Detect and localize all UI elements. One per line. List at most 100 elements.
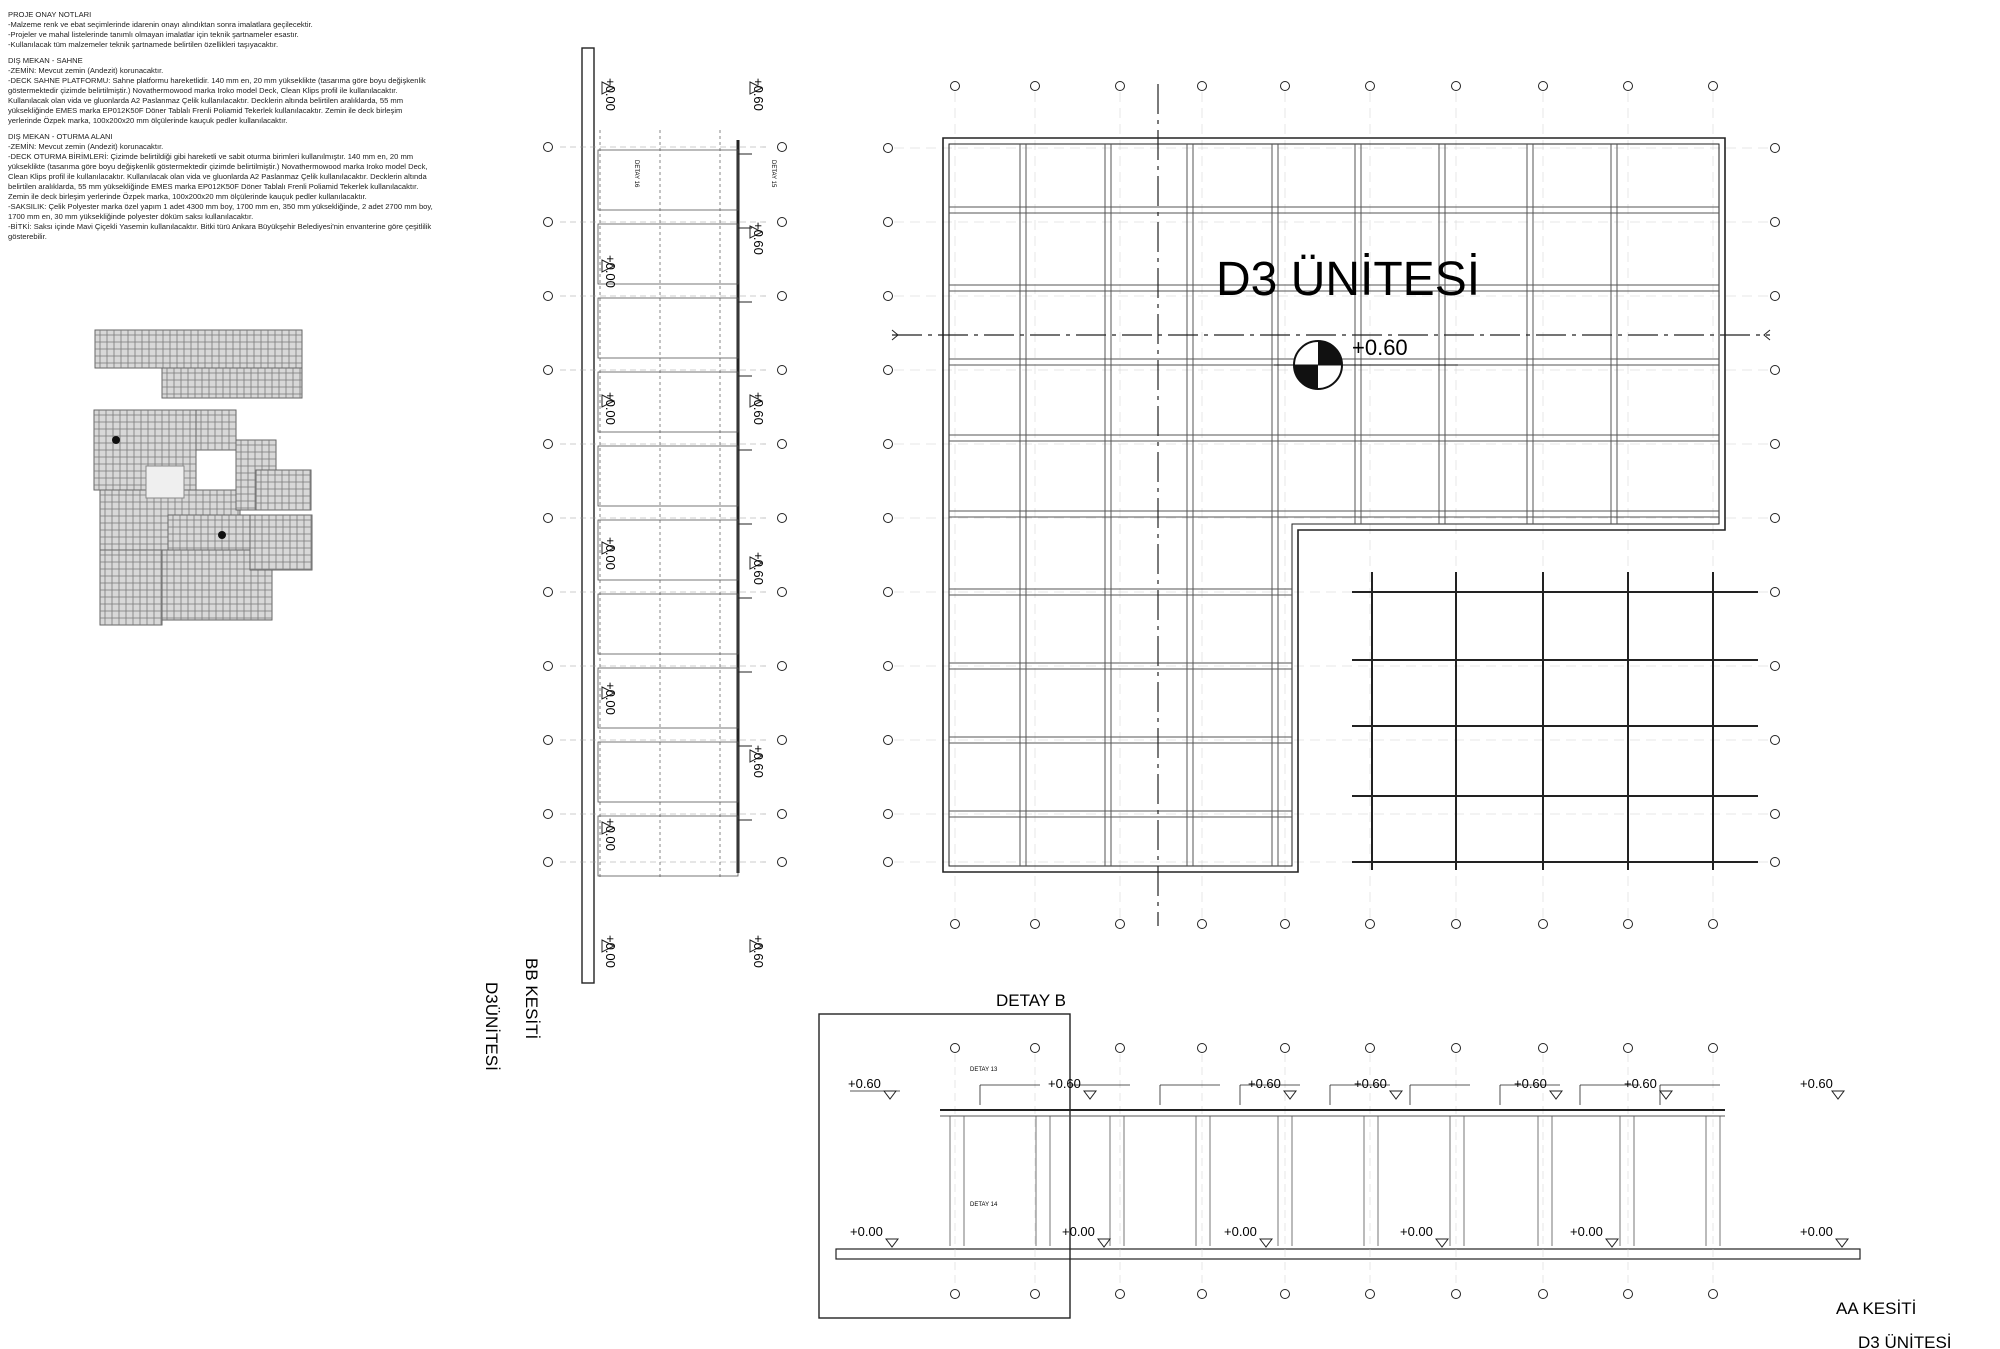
bb-section-title: BB KESİTİ xyxy=(522,958,541,1039)
bb-grid-bubble-left xyxy=(543,513,553,523)
aa-level-high-4: +0.60 xyxy=(1354,1076,1387,1091)
aa-axis-bubble-top xyxy=(1280,1043,1290,1053)
plan-level-label: +0.60 xyxy=(1352,335,1408,360)
plan-section-arrow xyxy=(891,329,899,341)
plan-axis-bubble-right xyxy=(1770,439,1780,449)
bb-level-marker xyxy=(601,939,616,953)
detail-b-frame xyxy=(818,1013,1071,1319)
plan-axis-bubble-top xyxy=(1115,81,1125,91)
bb-section-subtitle: D3ÜNİTESİ xyxy=(482,982,501,1071)
bb-deck-segment xyxy=(597,519,739,581)
bb-level-marker xyxy=(601,394,616,408)
plan-axis-bubble-right xyxy=(1770,735,1780,745)
section-bb xyxy=(543,47,787,984)
aa-ground-slab xyxy=(835,1248,1861,1260)
aa-axis-bubble-bottom xyxy=(1538,1289,1548,1299)
plan-axis-bubble-left xyxy=(883,661,893,671)
aa-level-high-5: +0.60 xyxy=(1514,1076,1547,1091)
bb-grid-bubble-right xyxy=(777,291,787,301)
aa-section-subtitle: D3 ÜNİTESİ xyxy=(1858,1333,1952,1349)
aa-level-marker xyxy=(1097,1238,1111,1248)
plan-unit-title: D3 ÜNİTESİ xyxy=(1216,253,1480,306)
plan-axis-bubble-bottom xyxy=(1115,919,1125,929)
plan-axis-bubble-left xyxy=(883,513,893,523)
aa-level-marker xyxy=(1259,1238,1273,1248)
plan-axis-bubble-right xyxy=(1770,809,1780,819)
plan-axis-bubble-left xyxy=(883,217,893,227)
aa-level-marker xyxy=(1389,1090,1403,1100)
bb-grid-bubble-left xyxy=(543,291,553,301)
bb-level-marker xyxy=(601,686,616,700)
aa-level-marker xyxy=(1549,1090,1563,1100)
aa-level-low-3: +0.00 xyxy=(1224,1224,1257,1239)
plan-axis-bubble-bottom xyxy=(950,919,960,929)
aa-level-marker xyxy=(1835,1238,1849,1248)
bb-level-top-right: +0.60 xyxy=(751,78,766,111)
plan-axis-bubble-top xyxy=(950,81,960,91)
plan-axis-bubble-left xyxy=(883,857,893,867)
bb-level-top-left: +0.00 xyxy=(603,78,618,111)
note-general-2: -Projeler ve mahal listelerinde tanımlı … xyxy=(8,30,299,39)
project-notes: PROJE ONAY NOTLARI -Malzeme renk ve ebat… xyxy=(8,10,433,242)
bb-grid-bubble-right xyxy=(777,513,787,523)
aa-axis-bubble-top xyxy=(1115,1043,1125,1053)
aa-level-high-3: +0.60 xyxy=(1248,1076,1281,1091)
aa-level-marker xyxy=(1083,1090,1097,1100)
aa-level-low-6: +0.00 xyxy=(1800,1224,1833,1239)
aa-axis-bubble-top xyxy=(1365,1043,1375,1053)
plan-axis-bubble-top xyxy=(1197,81,1207,91)
key-plan-marker xyxy=(112,436,120,444)
bb-grid-bubble-left xyxy=(543,587,553,597)
aa-level-marker xyxy=(1831,1090,1845,1100)
bb-grid-bubble-right xyxy=(777,661,787,671)
plan-axis-bubble-left xyxy=(883,439,893,449)
note-seating-3: -SAKSILIK: Çelik Polyester marka özel ya… xyxy=(8,202,433,221)
bb-grid-bubble-left xyxy=(543,809,553,819)
aa-level-low-1: +0.00 xyxy=(850,1224,883,1239)
aa-axis-bubble-top xyxy=(950,1043,960,1053)
plan-deck-outline-inner xyxy=(948,143,1720,867)
plan-axis-bubble-right xyxy=(1770,143,1780,153)
bb-level-2-left: +0.00 xyxy=(603,255,618,288)
aa-axis-bubble-top xyxy=(1538,1043,1548,1053)
bb-level-marker xyxy=(601,259,616,273)
key-plan-block xyxy=(99,549,163,626)
bb-level-4-right: +0.60 xyxy=(751,552,766,585)
key-plan-courtyard xyxy=(145,465,185,499)
aa-level-high-7: +0.60 xyxy=(1800,1076,1833,1091)
bb-deck-segment xyxy=(597,741,739,803)
aa-axis-bubble-bottom xyxy=(1365,1289,1375,1299)
aa-level-marker xyxy=(1283,1090,1297,1100)
plan-axis-bubble-bottom xyxy=(1708,919,1718,929)
aa-level-marker xyxy=(885,1238,899,1248)
bb-level-marker xyxy=(601,81,616,95)
bb-grid-bubble-left xyxy=(543,735,553,745)
bb-grid-bubble-left xyxy=(543,365,553,375)
note-seating-1: -ZEMİN: Mevcut zemin (Andezit) korunacak… xyxy=(8,142,164,151)
bb-detail-bottom: DETAY 15 xyxy=(770,160,776,188)
plan-axis-bubble-top xyxy=(1365,81,1375,91)
aa-axis-bubble-bottom xyxy=(1030,1289,1040,1299)
aa-detail-top: DETAY 13 xyxy=(970,1067,998,1073)
bb-deck-segment xyxy=(597,593,739,655)
plan-axis-bubble-bottom xyxy=(1623,919,1633,929)
aa-axis-bubble-bottom xyxy=(1115,1289,1125,1299)
aa-axis-bubble-bottom xyxy=(1451,1289,1461,1299)
note-stage-1: -ZEMİN: Mevcut zemin (Andezit) korunacak… xyxy=(8,66,164,75)
bb-level-marker xyxy=(749,225,764,239)
aa-axis-bubble-top xyxy=(1197,1043,1207,1053)
plan-section-arrow xyxy=(1763,329,1771,341)
aa-axis-bubble-top xyxy=(1451,1043,1461,1053)
plan-axis-bubble-top xyxy=(1280,81,1290,91)
bb-level-4-left: +0.00 xyxy=(603,537,618,570)
bb-deck-segment xyxy=(597,297,739,359)
key-plan-block xyxy=(249,514,313,571)
plan-axis-bubble-right xyxy=(1770,857,1780,867)
bb-detail-top: DETAY 16 xyxy=(633,160,639,188)
plan-axis-bubble-bottom xyxy=(1451,919,1461,929)
bb-grid-bubble-left xyxy=(543,142,553,152)
aa-axis-bubble-bottom xyxy=(1280,1289,1290,1299)
aa-level-marker xyxy=(1659,1090,1673,1100)
aa-level-high-1: +0.60 xyxy=(848,1076,881,1091)
